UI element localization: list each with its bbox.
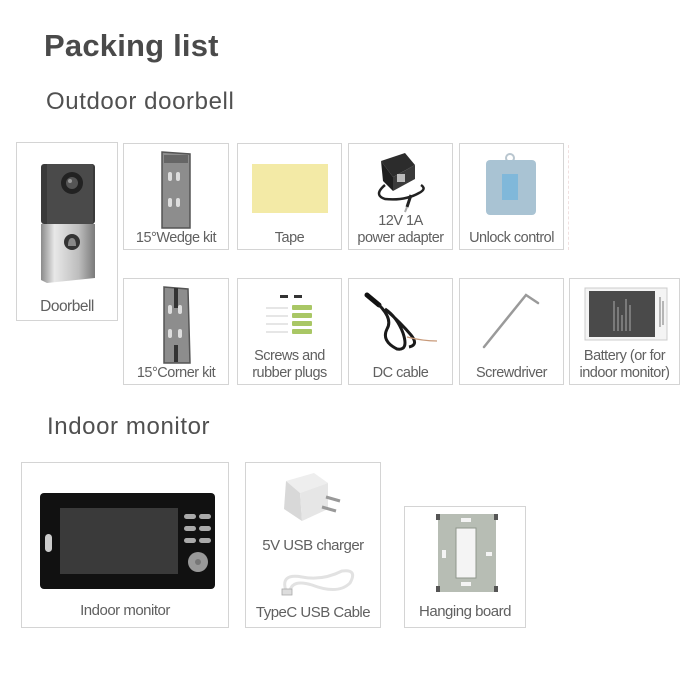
unlock-control-icon [486,153,536,215]
item-label: Unlock control [469,230,554,246]
page-title: Packing list [44,28,219,63]
item-label-line1: Screws and [254,348,325,364]
section-heading-outdoor: Outdoor doorbell [46,88,235,115]
screws-icon [266,295,312,334]
corner-kit-icon [163,286,191,364]
screwdriver-icon [482,293,540,349]
dc-cable-icon [364,292,438,351]
item-indoor-monitor: Indoor monitor [21,462,229,628]
item-dc-cable: DC cable [348,278,453,385]
item-label-line2: power adapter [357,230,444,246]
indoor-monitor-icon [40,493,215,589]
item-power-adapter: 12V 1A power adapter [348,143,453,250]
item-label: Screwdriver [475,365,548,381]
item-label: DC cable [372,365,429,381]
section-heading-indoor: Indoor monitor [47,413,211,440]
item-label: Indoor monitor [80,602,170,619]
item-hanging-board: Hanging board [404,506,526,628]
hanging-board-icon [436,514,498,592]
item-label: 15°Corner kit [136,365,216,381]
item-label-line1: Battery (or for [583,348,666,364]
tape-icon [252,164,328,213]
doorbell-icon [41,164,95,283]
item-label-line2: indoor monitor) [579,365,670,381]
item-screwdriver: Screwdriver [459,278,564,385]
power-adapter-icon [377,153,425,213]
item-label: 5V USB charger [262,537,364,554]
usb-charger-icon [284,473,341,521]
item-tape: Tape [237,143,342,250]
wedge-kit-icon [161,151,191,229]
item-label: TypeC USB Cable [255,604,371,621]
item-battery: Battery (or for indoor monitor) [569,278,680,385]
item-usb-charger-cable: 5V USB charger TypeC USB Cable [245,462,381,628]
item-label: 15°Wedge kit [135,230,217,246]
item-label: Tape [274,230,305,246]
item-wedge-kit: 15°Wedge kit [123,143,229,250]
item-doorbell: Doorbell [16,142,118,321]
item-label: Hanging board [419,603,511,620]
usb-cable-icon [281,569,355,596]
battery-icon [584,287,668,341]
item-label: Doorbell [40,298,94,315]
divider [568,145,569,250]
item-unlock-control: Unlock control [459,143,564,250]
item-corner-kit: 15°Corner kit [123,278,229,385]
item-label-line1: 12V 1A [378,213,423,229]
item-label-line2: rubber plugs [252,365,327,381]
item-screws: Screws and rubber plugs [237,278,342,385]
